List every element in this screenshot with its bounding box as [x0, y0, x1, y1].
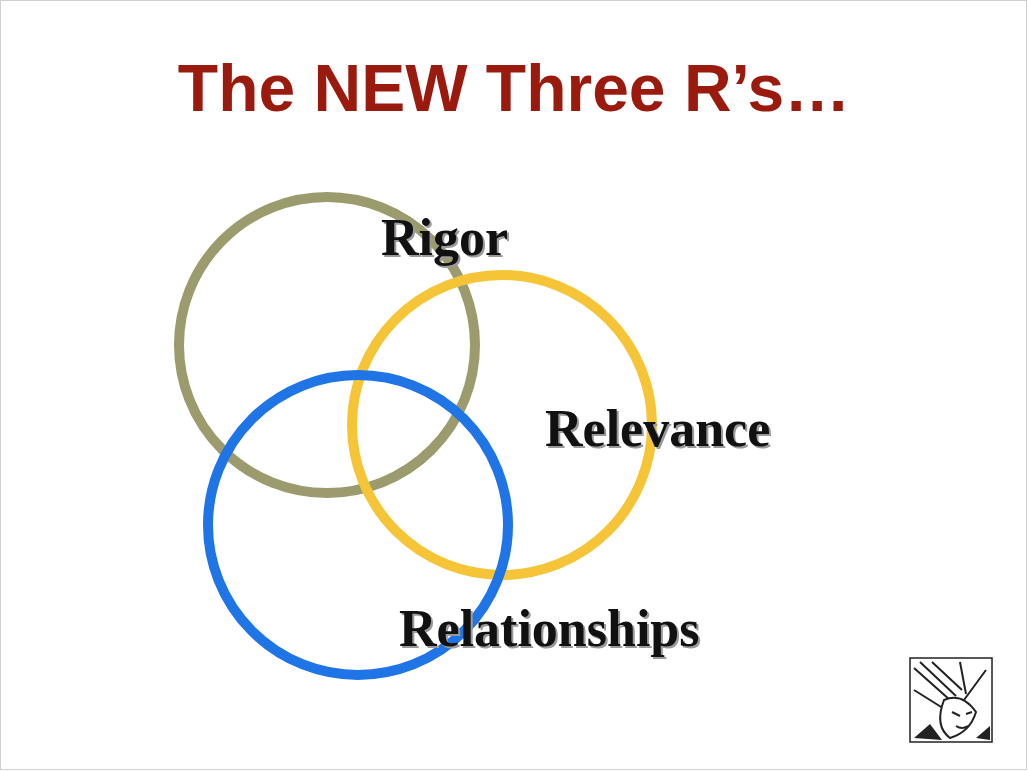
circle-label: Rigor — [378, 212, 511, 264]
corner-logo — [910, 658, 992, 742]
venn-circle: Relevance — [342, 265, 662, 585]
circle-label: Relationships — [396, 603, 703, 655]
slide-title: The NEW Three R’s… — [0, 52, 1028, 125]
venn-circle: Rigor — [169, 187, 485, 503]
circle-label: Relevance — [542, 403, 773, 455]
venn-circle: Relationships — [198, 365, 518, 685]
